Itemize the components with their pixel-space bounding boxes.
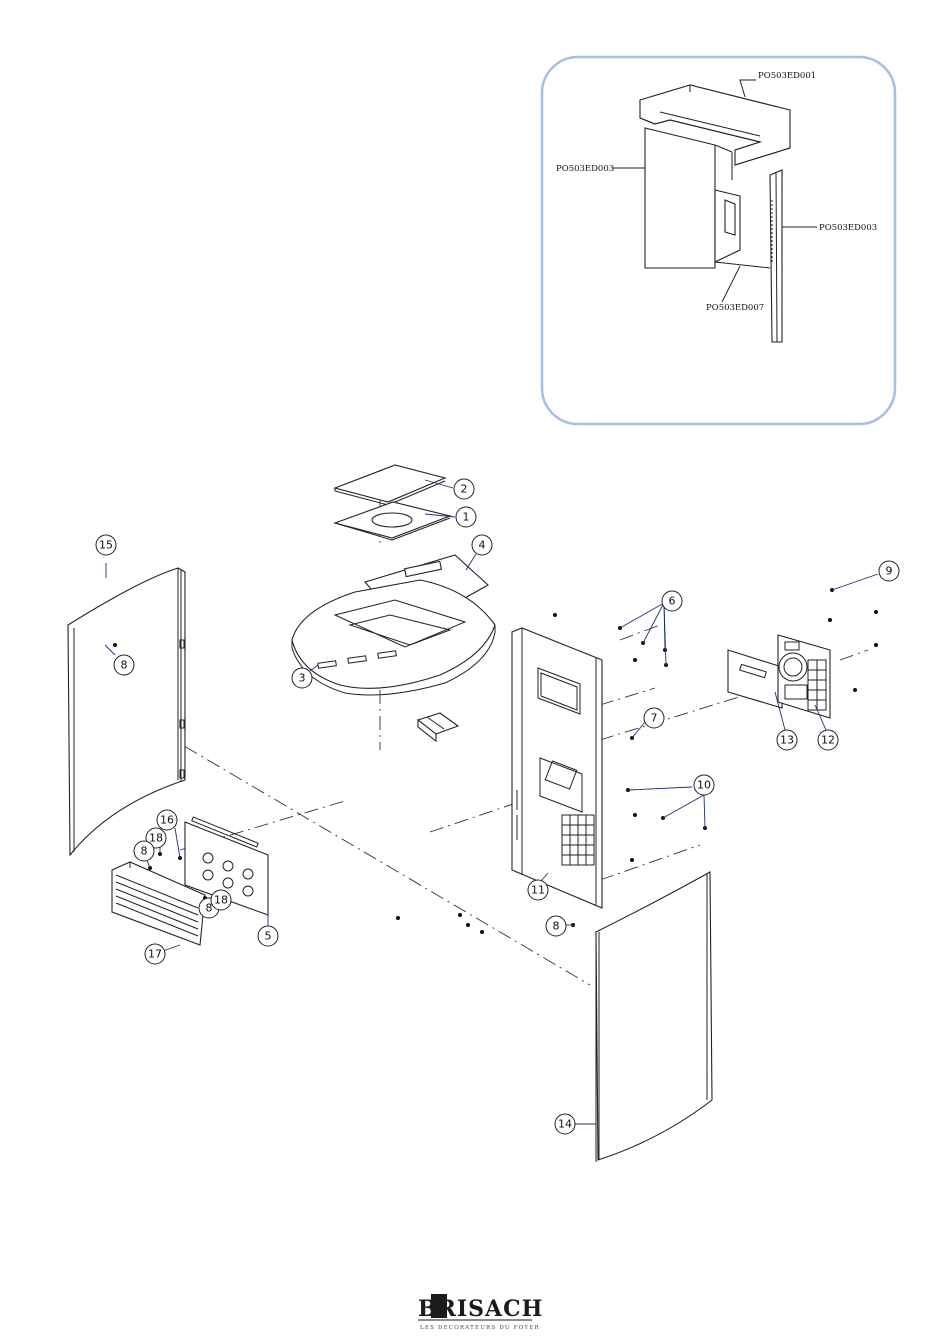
callout-12: 12: [818, 730, 838, 750]
logo-tagline: LES DECORATEURS DU FOYER: [420, 1325, 540, 1331]
svg-text:1: 1: [463, 511, 470, 524]
inset-side-rail: [770, 170, 782, 342]
callout-3: 3: [292, 668, 312, 688]
callout-bubbles: 2 1 4 3 15 8 6 9 7 10 13 12 11 8 5 16 18…: [96, 479, 899, 1134]
part-1-plate: [335, 502, 450, 540]
svg-text:10: 10: [697, 779, 711, 792]
callout-4: 4: [472, 535, 492, 555]
svg-text:8: 8: [141, 845, 148, 858]
svg-text:11: 11: [531, 884, 545, 897]
callout-8a: 8: [114, 655, 134, 675]
callout-13: 13: [777, 730, 797, 750]
svg-text:4: 4: [479, 539, 486, 552]
svg-text:18: 18: [214, 894, 228, 907]
svg-text:13: 13: [780, 734, 794, 747]
callout-17: 17: [145, 944, 165, 964]
svg-text:16: 16: [160, 814, 174, 827]
svg-text:3: 3: [299, 672, 306, 685]
callout-2: 2: [454, 479, 474, 499]
svg-text:12: 12: [821, 734, 835, 747]
callout-11: 11: [528, 880, 548, 900]
callout-18b: 18: [211, 890, 231, 910]
callout-14: 14: [555, 1114, 575, 1134]
inset-label-right: PO503ED003: [819, 223, 877, 233]
svg-text:17: 17: [148, 948, 162, 961]
callout-1: 1: [456, 507, 476, 527]
callout-9: 9: [879, 561, 899, 581]
svg-text:2: 2: [461, 483, 468, 496]
svg-text:7: 7: [651, 712, 658, 725]
svg-text:15: 15: [99, 539, 113, 552]
part-11-back-frame: [512, 628, 602, 908]
part-2-plate: [335, 465, 445, 505]
inset-panel: PO503ED001 PO503ED003 PO503ED003 PO503ED…: [542, 57, 895, 424]
svg-text:6: 6: [669, 595, 676, 608]
brisach-logo: BRISACH LES DECORATEURS DU FOYER: [418, 1294, 543, 1331]
callout-5: 5: [258, 926, 278, 946]
svg-text:8: 8: [553, 920, 560, 933]
svg-text:8: 8: [121, 659, 128, 672]
callout-8c: 8: [134, 841, 154, 861]
callout-10: 10: [694, 775, 714, 795]
svg-text:18: 18: [149, 832, 163, 845]
inset-label-left: PO503ED003: [556, 164, 614, 174]
leader-lines: [105, 480, 878, 1124]
inset-label-bottom: PO503ED007: [706, 303, 764, 313]
inset-label-top: PO503ED001: [758, 71, 816, 81]
svg-text:14: 14: [558, 1118, 572, 1131]
logo-wordmark: BRISACH: [418, 1296, 543, 1322]
part-3-top-tray: [292, 580, 495, 695]
svg-text:9: 9: [886, 565, 893, 578]
bracket-small: [418, 713, 458, 741]
callout-15: 15: [96, 535, 116, 555]
callout-16: 16: [157, 810, 177, 830]
part-13-plate: [728, 650, 782, 708]
callout-8b: 8: [546, 916, 566, 936]
part-14-right-panel: [596, 872, 712, 1162]
callout-7: 7: [644, 708, 664, 728]
part-12-control-plate: [778, 635, 830, 718]
svg-text:5: 5: [265, 930, 272, 943]
callout-6: 6: [662, 591, 682, 611]
